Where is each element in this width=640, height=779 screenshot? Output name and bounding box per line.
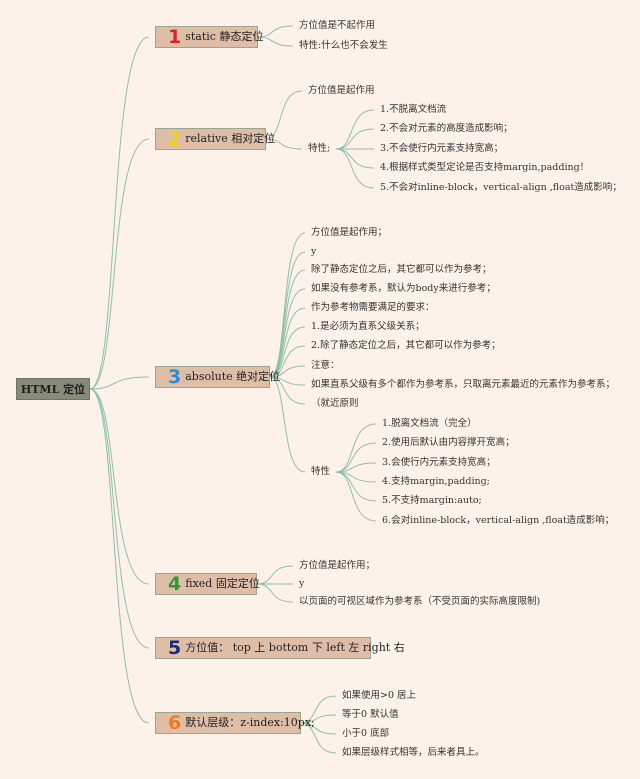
connector-line: [89, 376, 150, 390]
branch-label: 方位值： top 上 bottom 下 left 左 right 右: [185, 641, 405, 654]
branch-label: fixed 固定定位: [185, 577, 260, 590]
connector-line: [335, 471, 377, 502]
connector-line: [300, 695, 337, 724]
connector-line: [89, 138, 150, 390]
connector-line: [89, 388, 150, 649]
root-node[interactable]: HTML 定位: [16, 378, 90, 400]
leaf[interactable]: 2.除了静态定位之后，其它都可以作为参考；: [311, 340, 501, 351]
leaf[interactable]: y: [299, 578, 305, 589]
leaf[interactable]: 方位值是不起作用: [299, 20, 376, 31]
leaf[interactable]: 1.是必须为直系父级关系；: [311, 321, 425, 332]
leaf[interactable]: 等于0 默认值: [342, 709, 399, 720]
leaf[interactable]: y: [311, 246, 317, 257]
feature-item[interactable]: 3.不会使行内元素支持宽高；: [380, 143, 504, 154]
number-2-icon: 2: [168, 128, 182, 150]
feature-item[interactable]: 6.会对inline-block，vertical-align ,float造成…: [382, 515, 615, 526]
connector-line: [257, 36, 294, 47]
feature-item[interactable]: 2.不会对元素的高度造成影响；: [380, 123, 513, 134]
connector-line: [89, 388, 150, 585]
leaf[interactable]: 注意：: [311, 360, 340, 371]
connector-line: [256, 583, 294, 603]
connector-line: [89, 36, 150, 390]
connector-line: [335, 423, 377, 473]
connector-line: [269, 269, 306, 378]
leaf[interactable]: （就近原则: [311, 398, 359, 409]
feature-item[interactable]: 1.不脱离文档流: [380, 104, 447, 115]
connector-line: [269, 345, 306, 378]
connector-line: [335, 128, 375, 150]
number-5-icon: 5: [168, 637, 182, 659]
feature-item[interactable]: 5.不会对inline-block，vertical-align ,float造…: [380, 182, 622, 193]
leaf[interactable]: 以页面的可视区域作为参考系（不受页面的实际高度限制): [299, 596, 541, 607]
branch-label: static 静态定位: [185, 30, 264, 43]
leaf[interactable]: 如果使用>0 居上: [342, 690, 417, 701]
feature-item[interactable]: 4.支持margin,padding;: [382, 476, 490, 487]
connector-line: [335, 148, 375, 189]
connector-line: [269, 232, 306, 378]
connector-line: [269, 376, 306, 405]
leaf[interactable]: 方位值是起作用；: [311, 227, 388, 238]
connector-line: [265, 138, 303, 150]
leaf[interactable]: 小于0 底部: [342, 728, 390, 739]
leaf[interactable]: 除了静态定位之后，其它都可以作为参考；: [311, 264, 492, 275]
connector-line: [335, 109, 375, 150]
connector-line: [257, 25, 294, 38]
branch-label: relative 相对定位: [185, 132, 276, 145]
branch-label: absolute 绝对定位: [185, 370, 281, 383]
connector-line: [269, 365, 306, 378]
connector-line: [256, 565, 294, 585]
number-1-icon: 1: [168, 26, 182, 48]
branch-label: 默认层级：z-index:10px;: [185, 716, 315, 729]
feature-item[interactable]: 4.根据样式类型定论是否支持margin,padding！: [380, 162, 590, 173]
feature-item[interactable]: 3.会使行内元素支持宽高；: [382, 457, 496, 468]
connector-line: [335, 148, 375, 169]
leaf[interactable]: 方位值是起作用；: [299, 560, 376, 571]
connector-line: [265, 90, 303, 140]
leaf-features[interactable]: 特性;: [308, 143, 331, 154]
connector-line: [269, 288, 306, 378]
leaf[interactable]: 作为参考物需要满足的要求：: [311, 302, 435, 313]
connector-line: [89, 388, 150, 724]
leaf[interactable]: 特性:什么也不会发生: [299, 40, 388, 51]
number-4-icon: 4: [168, 573, 182, 595]
connector-line: [269, 307, 306, 378]
leaf[interactable]: 如果直系父级有多个都作为参考系，只取离元素最近的元素作为参考系；: [311, 379, 616, 390]
connector-line: [335, 471, 377, 522]
number-3-icon: 3: [168, 366, 182, 388]
leaf-features[interactable]: 特性: [311, 466, 331, 477]
leaf[interactable]: 如果没有参考系，默认为body来进行参考；: [311, 283, 496, 294]
leaf[interactable]: 如果层级样式相等，后来者具上。: [342, 747, 485, 758]
connector-line: [269, 251, 306, 378]
feature-item[interactable]: 1.脱离文档流（完全）: [382, 418, 477, 429]
connector-line: [335, 442, 377, 473]
leaf[interactable]: 方位值是起作用: [308, 85, 375, 96]
feature-item[interactable]: 2.使用后默认由内容撑开宽高；: [382, 437, 515, 448]
connector-line: [269, 376, 306, 473]
feature-item[interactable]: 5.不支持margin:auto;: [382, 495, 482, 506]
number-6-icon: 6: [168, 712, 182, 734]
connector-line: [300, 722, 337, 754]
